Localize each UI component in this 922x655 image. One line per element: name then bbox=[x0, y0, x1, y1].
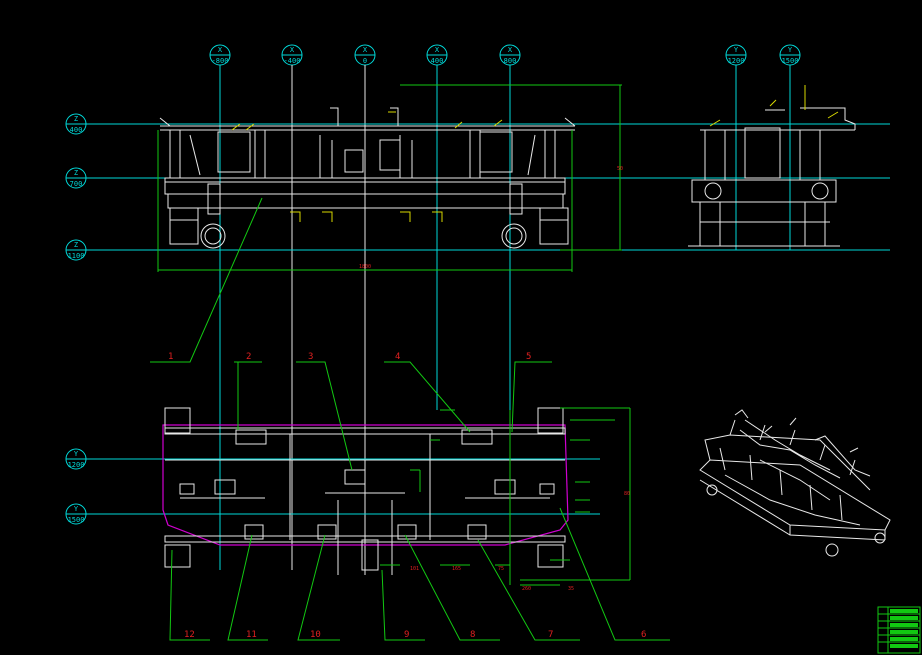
svg-text:X: X bbox=[218, 46, 223, 54]
svg-text:1100: 1100 bbox=[68, 252, 85, 260]
x-marker-2: X 0 bbox=[354, 44, 376, 66]
y-marker-plan-0: Y 1200 bbox=[65, 448, 87, 470]
x-marker-4: X 800 bbox=[499, 44, 521, 66]
x-grid-markers: X -800 X -400 X 0 X 400 X 800 bbox=[209, 44, 521, 66]
svg-text:1200: 1200 bbox=[68, 461, 85, 469]
svg-text:Y: Y bbox=[788, 46, 793, 54]
svg-text:Y: Y bbox=[74, 450, 79, 458]
y-grid-markers-plan: Y 1200 Y 1500 bbox=[65, 448, 600, 525]
front-view[interactable]: 1800 50 bbox=[157, 84, 623, 272]
title-block bbox=[877, 606, 921, 654]
svg-text:0: 0 bbox=[363, 57, 367, 65]
dimension-d5: 35 bbox=[568, 586, 574, 592]
isometric-view[interactable] bbox=[699, 409, 891, 557]
balloon-2[interactable]: 2 bbox=[246, 352, 251, 362]
svg-text:Z: Z bbox=[74, 115, 78, 123]
z-marker-0: Z 400 bbox=[65, 113, 87, 135]
plan-view[interactable]: 80 101 165 75 260 35 bbox=[162, 407, 631, 592]
y-marker-side-1: Y 1500 bbox=[779, 44, 801, 66]
x-marker-0: X -800 bbox=[209, 44, 231, 66]
svg-text:800: 800 bbox=[504, 57, 517, 65]
balloon-3[interactable]: 3 bbox=[308, 352, 313, 362]
side-view[interactable] bbox=[688, 85, 856, 247]
svg-text:X: X bbox=[435, 46, 440, 54]
svg-text:-800: -800 bbox=[212, 57, 229, 65]
svg-text:Y: Y bbox=[734, 46, 739, 54]
x-marker-3: X 400 bbox=[426, 44, 448, 66]
y-marker-side-0: Y 1200 bbox=[725, 44, 747, 66]
z-marker-2: Z 1100 bbox=[65, 239, 87, 261]
plan-height-dimension: 80 bbox=[624, 491, 630, 497]
svg-text:Z: Z bbox=[74, 169, 78, 177]
svg-text:Z: Z bbox=[74, 241, 78, 249]
y-marker-plan-1: Y 1500 bbox=[65, 503, 87, 525]
balloon-4[interactable]: 4 bbox=[395, 352, 400, 362]
balloon-9[interactable]: 9 bbox=[404, 630, 409, 640]
part-balloons[interactable]: 1 2 3 4 5 6 7 8 9 10 11 12 bbox=[150, 197, 670, 641]
svg-text:1500: 1500 bbox=[782, 57, 799, 65]
x-marker-1: X -400 bbox=[281, 44, 303, 66]
svg-text:1500: 1500 bbox=[68, 516, 85, 524]
svg-text:400: 400 bbox=[70, 126, 83, 134]
plan-outline bbox=[162, 424, 569, 546]
front-height-dimension: 50 bbox=[617, 166, 623, 172]
dimension-d1: 101 bbox=[410, 566, 419, 572]
z-marker-1: Z 700 bbox=[65, 167, 87, 189]
dimension-d4: 260 bbox=[522, 586, 531, 592]
dimension-d2: 165 bbox=[452, 566, 461, 572]
dimension-d3: 75 bbox=[498, 566, 504, 572]
svg-text:1200: 1200 bbox=[728, 57, 745, 65]
balloon-11[interactable]: 11 bbox=[246, 630, 257, 640]
front-width-dimension: 1800 bbox=[359, 264, 371, 270]
balloon-10[interactable]: 10 bbox=[310, 630, 321, 640]
svg-text:X: X bbox=[290, 46, 295, 54]
x-grid-lines bbox=[219, 65, 511, 575]
balloon-6[interactable]: 6 bbox=[641, 630, 646, 640]
balloon-8[interactable]: 8 bbox=[470, 630, 475, 640]
balloon-5[interactable]: 5 bbox=[526, 352, 531, 362]
svg-text:-400: -400 bbox=[284, 57, 301, 65]
balloon-12[interactable]: 12 bbox=[184, 630, 195, 640]
y-grid-markers-side: Y 1200 Y 1500 bbox=[725, 44, 801, 250]
svg-text:X: X bbox=[508, 46, 513, 54]
balloon-1[interactable]: 1 bbox=[168, 352, 173, 362]
svg-text:400: 400 bbox=[431, 57, 444, 65]
svg-text:Y: Y bbox=[74, 505, 79, 513]
balloon-7[interactable]: 7 bbox=[548, 630, 553, 640]
svg-text:700: 700 bbox=[70, 180, 83, 188]
z-grid-markers: Z 400 Z 700 Z 1100 bbox=[65, 113, 890, 261]
svg-text:X: X bbox=[363, 46, 368, 54]
